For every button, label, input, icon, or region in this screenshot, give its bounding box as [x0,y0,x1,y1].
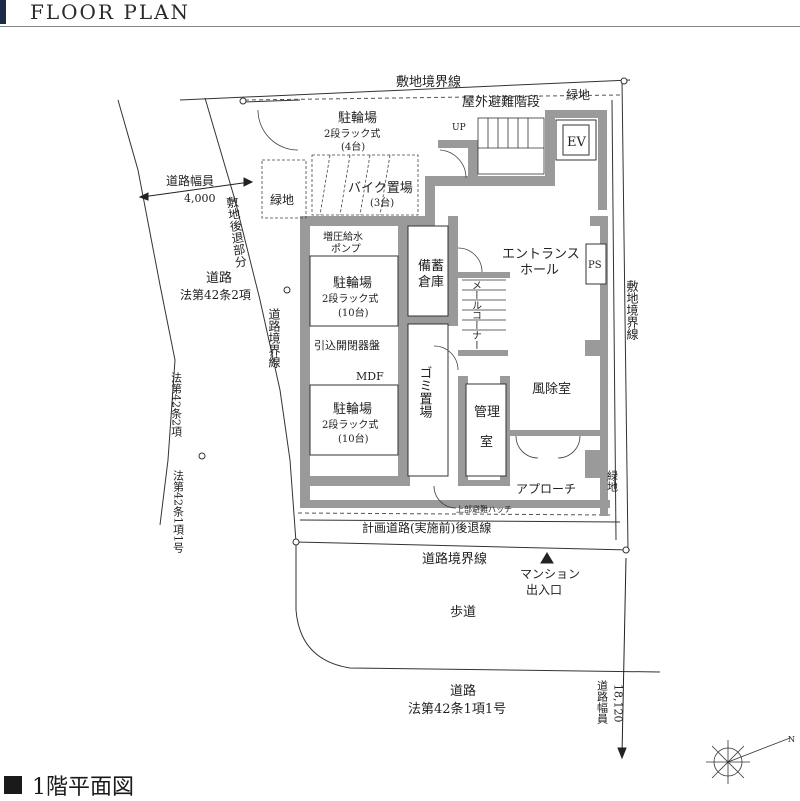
motorbike-label: バイク置場 [348,181,413,196]
mansion-label-2: 出入口 [526,583,562,597]
windbreak-label: 風除室 [532,381,571,397]
green-top-label: 緑地 [566,87,590,102]
storage-label-2: 倉庫 [418,275,444,290]
bike-mid-count: (10台) [338,306,369,319]
bike-racks [261,154,419,219]
bike-low-count: (10台) [338,432,369,445]
bike-low-type: 2段ラック式 [322,418,378,431]
entrance-hall-label-2: ホール [520,263,559,278]
stairs [462,117,545,331]
header-divider [0,26,800,27]
road-boundary-left-label: 道路境界線 [267,308,281,368]
road-left-law: 法第42条2項 [180,288,251,302]
door-swings [257,109,581,509]
site-boundary-right-label: 敷地境界線 [625,279,639,340]
road-left-label: 道路 [206,270,232,286]
ev-label: EV [567,135,586,150]
road-width-left-value: 4,000 [184,192,216,205]
boundary-markers [198,77,630,554]
road-width-left-label: 道路幅員 [166,173,214,188]
booster-pump-label-2: ポンプ [331,243,361,255]
road-bottom-law: 法第42条1項1号 [408,701,506,717]
bike-mid-type: 2段ラック式 [322,292,378,305]
green-left-label: 緑地 [270,192,294,207]
site-lines [117,79,661,673]
outdoor-stairs-label: 屋外避難階段 [462,95,540,110]
mail-corner-label: メールコーナー [470,280,482,350]
rooms [309,119,607,477]
green-right-label: 緑地 [606,469,619,492]
bike-parking-top-label: 駐輪場 [338,110,377,126]
entrance-hall-label-1: エントランス [502,247,580,262]
floor-title: 1階平面図 [32,775,134,800]
bike-mid-label: 駐輪場 [333,275,372,291]
garbage-label: ゴミ置場 [417,366,433,418]
law-42-2-label: 法第42条2項 [170,371,183,438]
approach-label: アプローチ [516,482,576,496]
up-label: UP [452,123,466,133]
management-label-2: 室 [480,434,493,450]
planned-setback-label: 計画道路(実施前)後退線 [362,520,491,535]
dimension-arrows [138,177,627,760]
road-width-right-label: 道路幅員 [596,679,609,725]
storage-label-1: 備蓄 [418,258,444,274]
road-bottom-label: 道路 [450,683,476,699]
bike-low-label: 駐輪場 [333,401,372,417]
north-label: N [788,735,795,744]
site-boundary-top-label: 敷地境界線 [396,74,461,90]
bike-parking-top-type: 2段ラック式 [324,127,380,140]
booster-pump-label-1: 増圧給水 [323,230,363,243]
road-boundary-bottom-label: 道路境界線 [422,551,487,567]
lead-in-switch-label: 引込開閉器盤 [314,338,380,352]
road-width-right-value: 18,120 [612,684,625,723]
bike-parking-top-count: (4台) [341,140,365,153]
law-42-1-1-side-label: 法第42条1項1号 [172,469,185,554]
footer-square-icon [4,776,22,794]
sidewalk-label: 歩道 [450,605,476,620]
motorbike-count: (3台) [370,196,394,209]
page-title: FLOOR PLAN [30,0,191,24]
footer: 1階平面図 [4,770,134,800]
management-label-1: 管理 [474,405,500,420]
header: FLOOR PLAN [0,0,800,30]
setback-label: 敷地後退部分 [224,194,248,269]
mansion-label-1: マンション [520,567,580,581]
compass-rose-icon [706,737,791,784]
hatch-label: 上部避難ハッチ [456,504,512,514]
mdf-label: MDF [356,370,384,383]
ps-label: PS [588,260,602,271]
header-accent-mark [0,0,6,24]
